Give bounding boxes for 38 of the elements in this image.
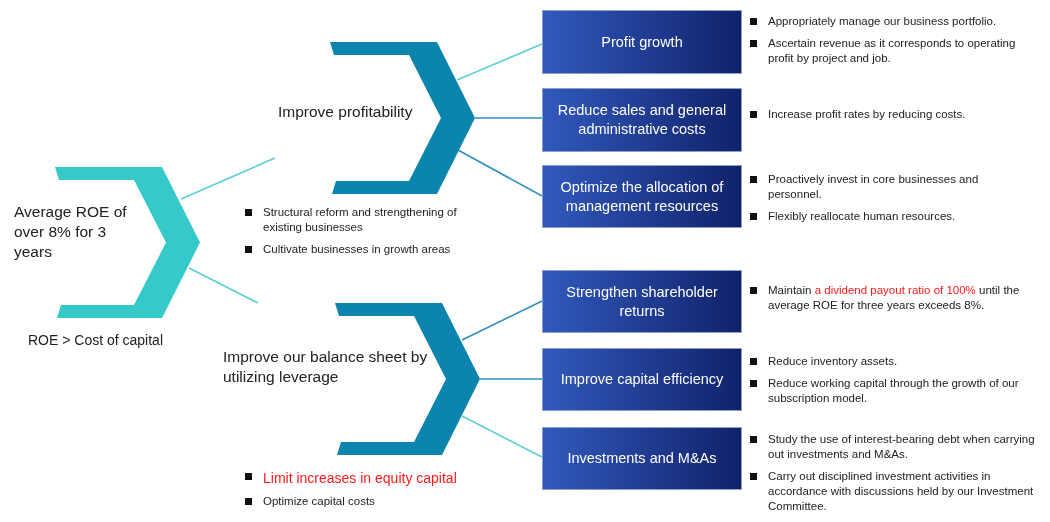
bullet-item: Flexibly reallocate human resources. xyxy=(748,209,1028,224)
strategy-box xyxy=(542,427,742,490)
bullet-item: Reduce inventory assets. xyxy=(748,354,1040,369)
bullet-item: Optimize capital costs xyxy=(243,494,533,509)
node-title: Average ROE of over 8% for 3 years xyxy=(14,202,128,262)
connector-line xyxy=(461,300,543,341)
bullet-item: Cultivate businesses in growth areas xyxy=(243,242,458,257)
connector-line xyxy=(180,157,276,200)
connector-line xyxy=(461,415,543,458)
strategy-box xyxy=(542,270,742,333)
connector-line xyxy=(474,117,543,119)
bullet-item: Ascertain revenue as it corresponds to operating profit by project and job. xyxy=(748,36,1040,66)
connector-line xyxy=(457,149,543,197)
strategy-box xyxy=(542,10,742,74)
node-title: Improve profitability xyxy=(278,102,414,122)
bullet-item: Maintain a dividend payout ratio of 100% until the average ROE for three years exceeds 8%. xyxy=(748,283,1028,313)
node-title: Investments and M&As xyxy=(566,449,718,468)
strategy-box xyxy=(542,165,742,228)
note-text: ROE > Cost of capital xyxy=(28,332,164,348)
bullet-item: Carry out disciplined investment activities in accordance with discussions held by our Investment Committee. xyxy=(748,469,1040,514)
bullet-item: Study the use of interest-bearing debt when carrying out investments and M&As. xyxy=(748,432,1040,462)
node-title: Strengthen shareholder returns xyxy=(565,282,719,321)
bullet-item: Appropriately manage our business portfolio. xyxy=(748,14,1040,29)
bullet-item: Limit increases in equity capital xyxy=(243,469,533,487)
strategy-box xyxy=(542,348,742,411)
bullet-item: Reduce working capital through the growth of our subscription model. xyxy=(748,376,1040,406)
connector-line xyxy=(479,378,543,380)
strategy-box xyxy=(542,88,742,152)
bullet-item: Increase profit rates by reducing costs. xyxy=(748,107,1040,122)
node-title: Reduce sales and general administrative costs xyxy=(556,101,728,139)
connector-line xyxy=(188,267,259,304)
connector-line xyxy=(456,43,543,81)
bullet-item: Proactively invest in core businesses and personnel. xyxy=(748,172,1028,202)
node-title: Optimize the allocation of management resources xyxy=(559,177,725,216)
node-title: Profit growth xyxy=(600,32,684,52)
node-title: Improve our balance sheet by utilizing leverage xyxy=(223,347,428,387)
bullet-item: Structural reform and strengthening of existing businesses xyxy=(243,205,458,235)
node-title: Improve capital efficiency xyxy=(559,370,725,389)
